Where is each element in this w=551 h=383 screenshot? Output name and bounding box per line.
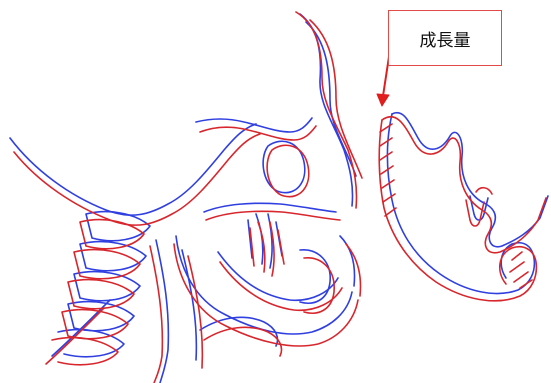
growth-amount-callout: 成長量: [388, 10, 502, 66]
growth-amount-label: 成長量: [419, 30, 471, 51]
mandible-tracing-after: [378, 115, 547, 302]
skull-tracing: [9, 11, 363, 383]
skull-tracing-before: [9, 13, 357, 383]
mandible-tracing-before: [386, 111, 549, 295]
skull-tracing-after: [13, 11, 363, 383]
mandible-tracing: [376, 49, 549, 302]
